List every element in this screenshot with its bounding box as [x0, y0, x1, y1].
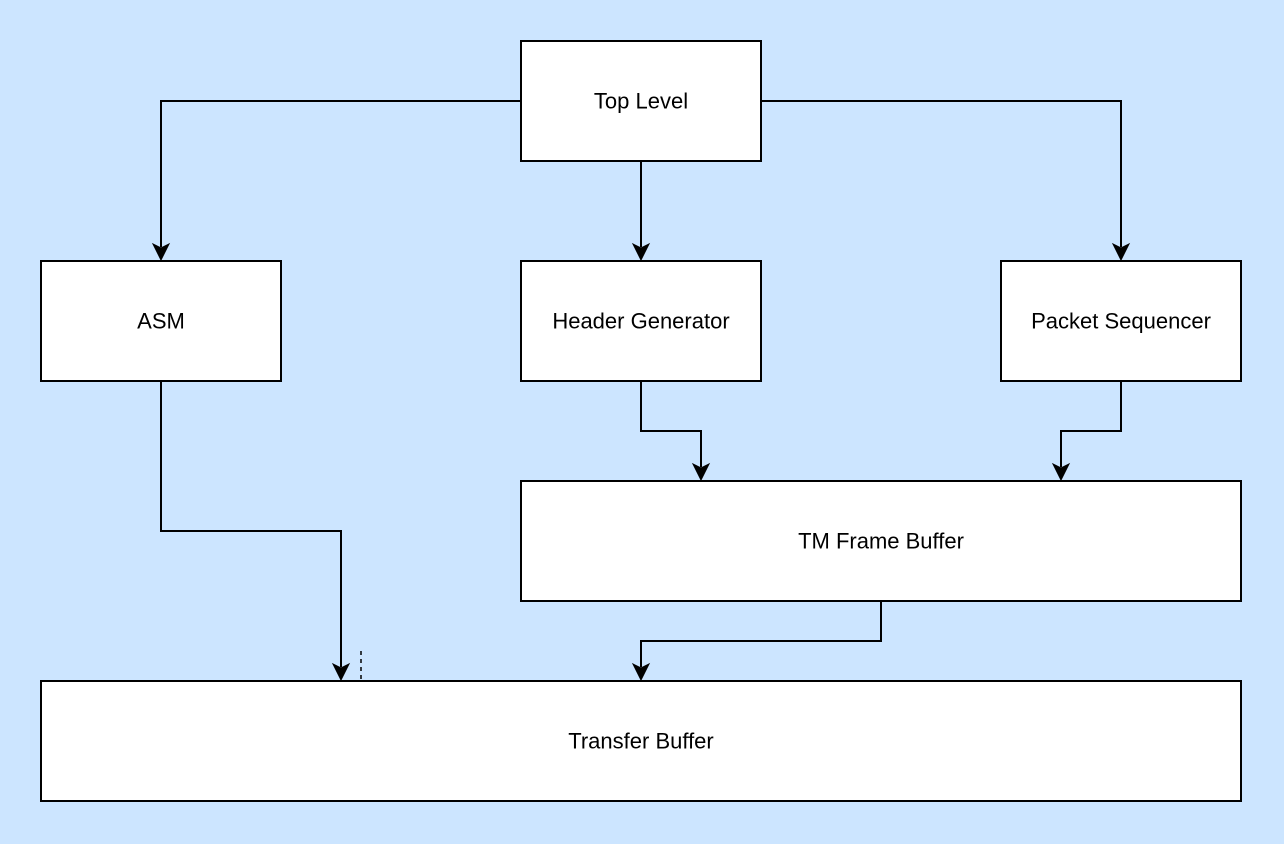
edge-tm-frame-buffer-to-transfer-buffer [640, 601, 882, 667]
node-tm-frame-buffer-box[interactable] [520, 480, 1242, 602]
edge-top-level-to-packet-sequencer [761, 100, 1122, 247]
arrowhead-header-generator [631, 242, 651, 262]
node-transfer-buffer-box[interactable] [40, 680, 1242, 802]
arrowhead-asm [151, 242, 171, 262]
arrowhead-packet-sequencer [1111, 242, 1131, 262]
node-packet-sequencer[interactable]: Packet Sequencer [1000, 260, 1242, 382]
node-top-level-box[interactable] [520, 40, 762, 162]
node-transfer-buffer[interactable]: Transfer Buffer [40, 680, 1242, 802]
node-header-generator[interactable]: Header Generator [520, 260, 762, 382]
arrowhead-transfer-buffer-center [631, 662, 651, 682]
node-asm[interactable]: ASM [40, 260, 282, 382]
node-header-generator-box[interactable] [520, 260, 762, 382]
node-asm-box[interactable] [40, 260, 282, 382]
node-packet-sequencer-box[interactable] [1000, 260, 1242, 382]
arrowhead-tm-frame-buffer-right [1051, 462, 1071, 482]
arrowhead-transfer-buffer-left [331, 662, 351, 682]
node-header-generator-label: Header Generator [552, 309, 729, 334]
node-tm-frame-buffer[interactable]: TM Frame Buffer [520, 480, 1242, 602]
edge-asm-to-transfer-buffer [160, 381, 342, 667]
node-packet-sequencer-label: Packet Sequencer [1031, 309, 1211, 334]
edge-header-generator-to-tm-frame-buffer [640, 381, 702, 467]
edge-top-level-to-asm [160, 100, 521, 247]
node-top-level-label: Top Level [594, 89, 688, 114]
node-asm-label: ASM [137, 309, 185, 334]
node-top-level[interactable]: Top Level [520, 40, 762, 162]
connectors [151, 100, 1131, 690]
arrowhead-tm-frame-buffer-left [691, 462, 711, 482]
node-tm-frame-buffer-label: TM Frame Buffer [798, 529, 964, 554]
node-transfer-buffer-label: Transfer Buffer [568, 729, 714, 754]
edge-packet-sequencer-to-tm-frame-buffer [1060, 381, 1122, 467]
